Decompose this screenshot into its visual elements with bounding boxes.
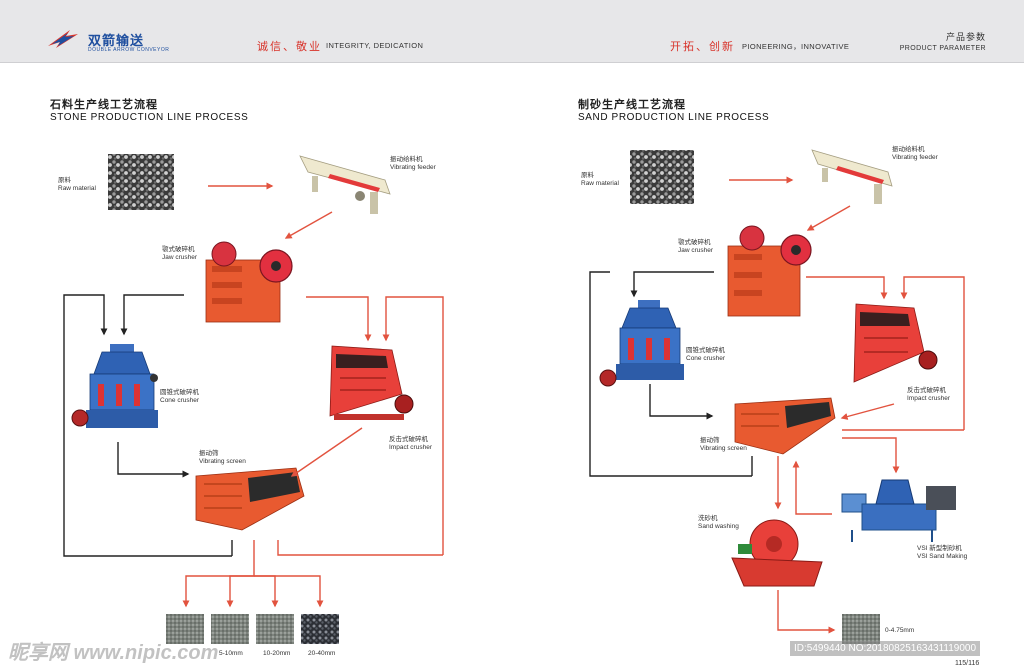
sand-arrow-cone-to-screen: [649, 384, 714, 420]
vibrating-feeder-machine: [299, 155, 391, 214]
brand-name: 双箭输送: [88, 33, 145, 48]
arrow-screen-to-20-40: [254, 575, 324, 608]
sand-vibrating-feeder-machine: [811, 149, 893, 204]
arrow-screen-to-fine: [182, 540, 255, 608]
arrow-jaw-to-cone: [120, 294, 184, 336]
size-5-10-label: 5-10mm: [219, 650, 243, 657]
slogan-pioneering-cn: 开拓、创新: [670, 41, 735, 53]
sand-arrow-return-to-impact: [900, 276, 965, 430]
site-watermark: 昵享网 www.nipic.com: [8, 642, 219, 664]
sand-impact-crusher-machine: [853, 303, 938, 383]
product-sample-5-10: [211, 614, 249, 644]
raw-material-image: [108, 154, 174, 210]
product-parameter-en: PRODUCT PARAMETER: [899, 45, 986, 52]
sand-size-label: 0-4.75mm: [885, 627, 915, 634]
vibrating-screen-machine: [195, 467, 305, 531]
arrow-screen-to-10-20: [254, 575, 279, 608]
page-header: 双箭输送 DOUBLE ARROW CONVEYOR 诚信、敬业 INTEGRI…: [0, 0, 1024, 63]
sand-washing-machine: [731, 519, 823, 587]
vsi-sand-making-machine: [841, 479, 956, 542]
arrow-screen-to-5-10: [226, 575, 254, 608]
arrow-jaw-to-impact: [306, 296, 372, 342]
product-parameter-cn: 产品参数: [945, 32, 986, 42]
sand-arrow-feeder-to-jaw: [806, 205, 851, 231]
product-sample-fine: [166, 614, 204, 644]
arrow-cone-to-screen: [117, 442, 190, 478]
image-id-watermark: ID:5499440 NO:20180825163431119000: [790, 641, 981, 656]
sand-vibrating-screen-machine: [734, 397, 836, 455]
sand-title-cn: 制砂生产线工艺流程: [578, 98, 686, 111]
sand-product-sample: [842, 614, 880, 644]
arrow-return-to-impact: [382, 296, 444, 555]
sand-raw-material-image: [630, 150, 694, 204]
sand-arrow-vsi-to-screen: [792, 460, 832, 515]
sand-arrow-impact-to-screen: [840, 403, 895, 420]
brand-name-en: DOUBLE ARROW CONVEYOR: [88, 47, 170, 53]
cone-crusher-machine: [71, 344, 158, 428]
arrow-impact-to-screen: [290, 427, 363, 477]
sand-arrow-screen-return-to-cone: [589, 271, 752, 477]
jaw-crusher-machine: [205, 241, 293, 323]
stone-line: [63, 154, 444, 644]
brand-logo: 双箭输送 DOUBLE ARROW CONVEYOR: [48, 22, 169, 56]
arrow-feeder-to-jaw: [284, 211, 333, 239]
sand-cone-crusher-machine: [599, 300, 684, 387]
sand-arrow-jaw-to-cone: [630, 271, 714, 298]
sand-arrow-screen-to-vsi: [842, 437, 900, 474]
arrow-screen-return: [277, 540, 443, 556]
sand-jaw-crusher-machine: [727, 225, 812, 317]
slogan-integrity-cn: 诚信、敬业: [257, 41, 322, 53]
sand-arrow-washing-to-product: [777, 590, 836, 634]
stone-title-cn: 石料生产线工艺流程: [50, 98, 158, 111]
impact-crusher-machine: [329, 345, 414, 420]
slogan-integrity-en: INTEGRITY, DEDICATION: [326, 41, 424, 50]
stone-title-en: STONE PRODUCTION LINE PROCESS: [50, 112, 249, 123]
page-number: 115/116: [955, 660, 980, 667]
sand-arrow-jaw-to-impact: [806, 276, 888, 300]
arrow-screen-return-to-cone: [63, 294, 232, 557]
size-20-40-label: 20-40mm: [308, 650, 336, 657]
sand-line: [589, 149, 965, 644]
sand-title-en: SAND PRODUCTION LINE PROCESS: [578, 112, 770, 123]
slogan-pioneering-en: PIONEERING，INNOVATIVE: [742, 42, 850, 51]
size-10-20-label: 10-20mm: [263, 650, 291, 657]
product-sample-10-20: [256, 614, 294, 644]
product-sample-20-40: [301, 614, 339, 644]
double-arrow-logo-icon: [48, 30, 78, 48]
